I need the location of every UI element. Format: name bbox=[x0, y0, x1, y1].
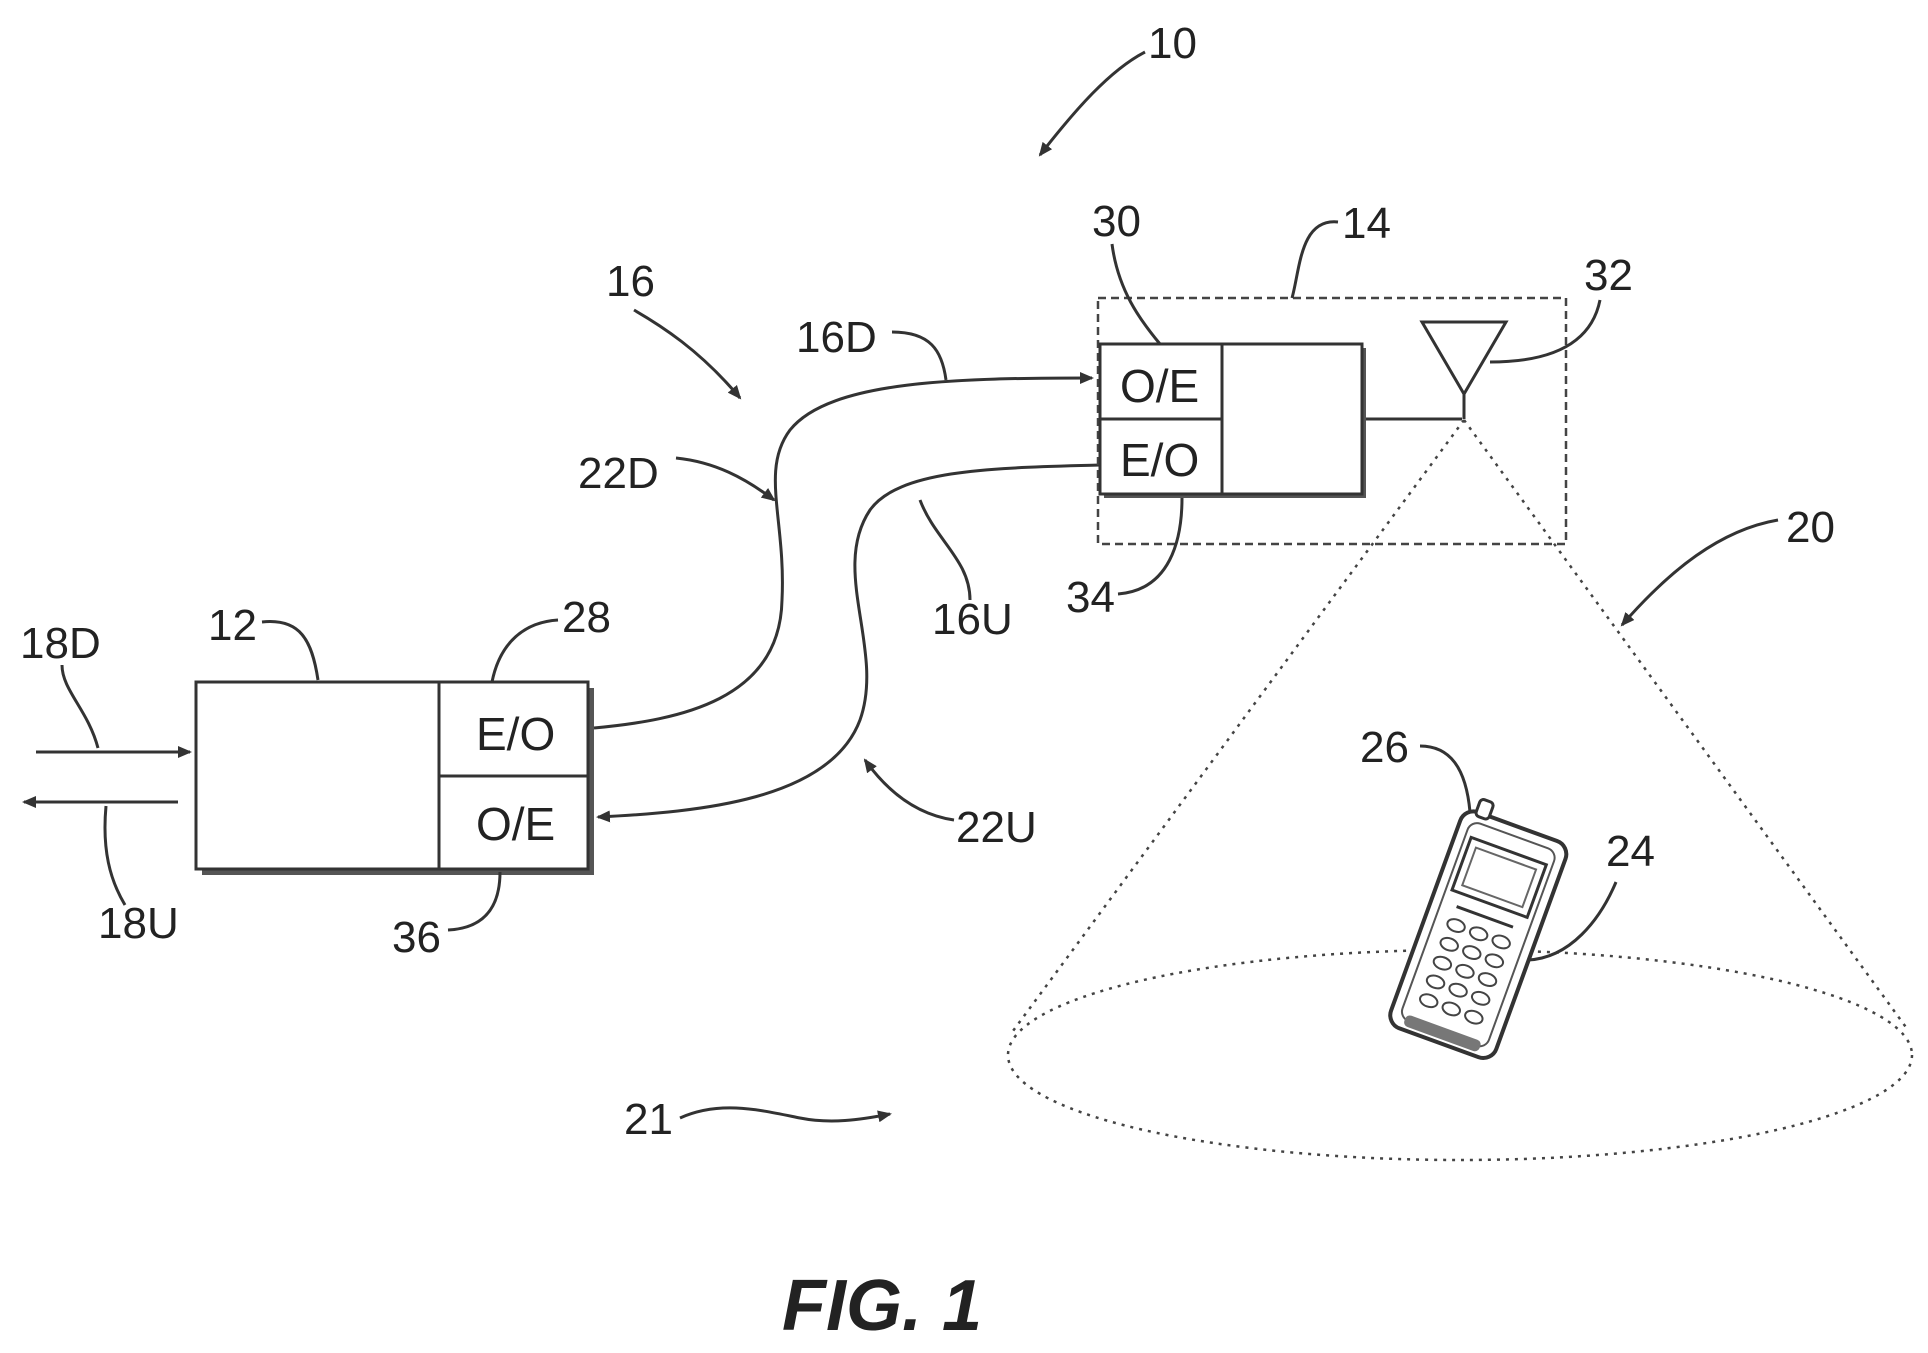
label-12: 12 bbox=[208, 601, 257, 650]
remote-converter-block: O/E E/O bbox=[1100, 344, 1366, 498]
figure-caption: FIG. 1 bbox=[782, 1266, 982, 1346]
leader-18d bbox=[62, 665, 98, 748]
mobile-phone-icon bbox=[1386, 794, 1575, 1062]
label-21: 21 bbox=[624, 1095, 673, 1144]
pointer-22u bbox=[865, 760, 954, 820]
label-18d: 18D bbox=[20, 619, 101, 668]
label-20: 20 bbox=[1786, 503, 1835, 552]
label-22u: 22U bbox=[956, 803, 1037, 852]
leader-30 bbox=[1112, 244, 1160, 344]
label-32: 32 bbox=[1584, 251, 1633, 300]
leader-32 bbox=[1490, 300, 1600, 362]
leader-28 bbox=[492, 620, 558, 682]
leader-26 bbox=[1420, 746, 1470, 812]
head-end-unit: E/O O/E bbox=[196, 682, 594, 875]
label-10: 10 bbox=[1148, 19, 1197, 68]
label-22d: 22D bbox=[578, 449, 659, 498]
leader-36 bbox=[448, 872, 500, 930]
label-36: 36 bbox=[392, 913, 441, 962]
label-30: 30 bbox=[1092, 197, 1141, 246]
leader-18u bbox=[105, 806, 125, 905]
label-16: 16 bbox=[606, 257, 655, 306]
label-16d: 16D bbox=[796, 313, 877, 362]
pointer-10 bbox=[1040, 52, 1145, 155]
label-18u: 18U bbox=[98, 899, 179, 948]
pointer-20 bbox=[1622, 520, 1778, 625]
label-16u: 16U bbox=[932, 595, 1013, 644]
label-26: 26 bbox=[1360, 723, 1409, 772]
fiber-downlink-22d bbox=[594, 378, 1092, 728]
leader-16u bbox=[920, 500, 970, 600]
head-eo-converter-label: E/O bbox=[476, 708, 555, 760]
pointer-22d bbox=[676, 458, 774, 500]
leader-14 bbox=[1292, 222, 1338, 298]
label-28: 28 bbox=[562, 593, 611, 642]
leader-34 bbox=[1118, 498, 1182, 594]
label-34: 34 bbox=[1066, 573, 1115, 622]
leader-16d bbox=[892, 332, 946, 380]
pointer-16 bbox=[634, 310, 740, 398]
leader-12 bbox=[262, 622, 318, 680]
antenna-icon bbox=[1422, 322, 1506, 394]
label-24: 24 bbox=[1606, 827, 1655, 876]
label-14: 14 bbox=[1342, 199, 1391, 248]
remote-oe-converter-label: O/E bbox=[1120, 360, 1199, 412]
remote-eo-converter-label: E/O bbox=[1120, 434, 1199, 486]
head-oe-converter-label: O/E bbox=[476, 798, 555, 850]
pointer-21 bbox=[680, 1108, 890, 1121]
fiber-uplink-22u bbox=[598, 465, 1100, 817]
